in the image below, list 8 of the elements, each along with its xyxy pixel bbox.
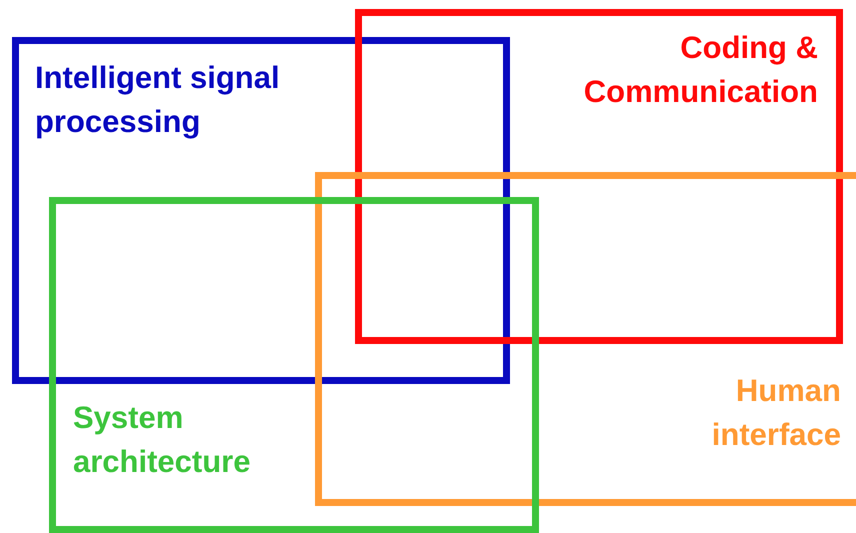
category-label: Intelligent signal processing xyxy=(35,59,281,141)
category-label: Coding & Communication xyxy=(582,29,818,111)
category-label: System architecture xyxy=(73,399,252,481)
category-frame xyxy=(355,9,843,344)
category-frame xyxy=(315,172,856,506)
category-frame xyxy=(49,197,539,533)
category-label: Human interface xyxy=(710,372,841,454)
category-frame xyxy=(12,37,510,384)
